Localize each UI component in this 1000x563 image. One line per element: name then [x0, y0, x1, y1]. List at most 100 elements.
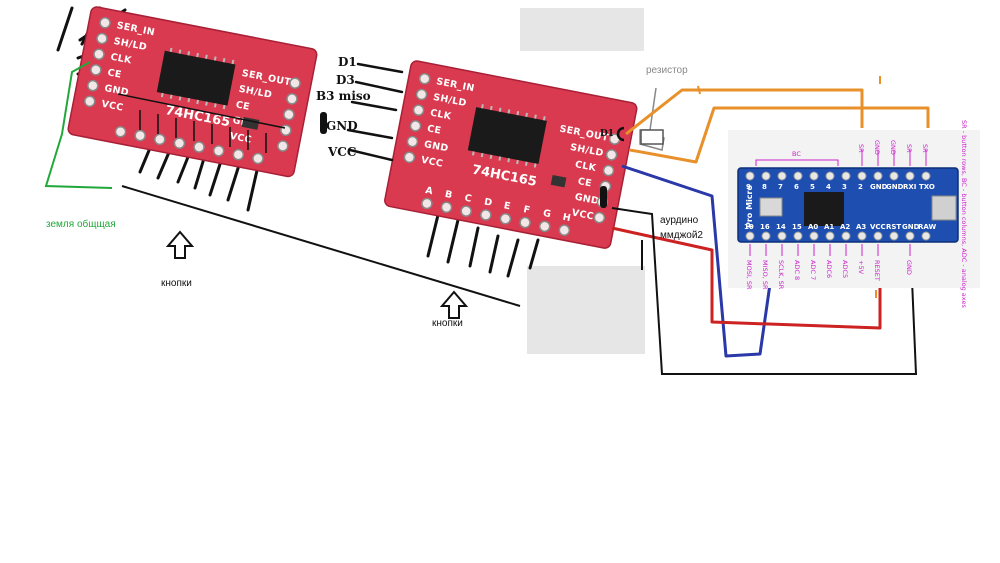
svg-text:GND: GND: [902, 223, 920, 231]
svg-text:GND: GND: [905, 260, 913, 275]
svg-text:F: F: [522, 204, 531, 216]
board-2: SER_IN SH/LD CLK CE GND VCC SER_OUT SH/L…: [384, 60, 638, 249]
svg-text:RAW: RAW: [918, 223, 936, 231]
grey-block-bottom: [527, 266, 645, 354]
svg-text:RST: RST: [886, 223, 901, 231]
pro-micro-name: Pro Micro: [745, 185, 754, 228]
board-1-bottom-header: [114, 126, 264, 165]
label-d1-small: D1: [600, 129, 614, 139]
svg-text:BC: BC: [792, 150, 801, 158]
board-1-left-header: [84, 17, 111, 108]
pro-micro-top-labels: 9 8 7 6 5 4 3 2 GND GND RXI TXO: [746, 183, 935, 191]
board-2-bottom-labels: A B C D E F G H: [424, 185, 572, 224]
svg-text:7: 7: [778, 183, 783, 191]
board-1: SER_IN SH/LD CLK CE GND VCC SER_OUT SH/L…: [67, 6, 318, 178]
svg-text:16: 16: [760, 223, 770, 231]
svg-text:A0: A0: [808, 223, 818, 231]
svg-text:SR: SR: [921, 144, 929, 153]
arduino-note-2: ммджой2: [660, 230, 703, 241]
svg-text:MOSI, SR: MOSI, SR: [745, 260, 753, 290]
board-2-chip-legs: [471, 104, 546, 168]
label-d3: D3: [336, 73, 355, 87]
svg-text:D: D: [483, 196, 493, 208]
svg-text:ADC 7: ADC 7: [809, 260, 817, 280]
pro-micro-top-pins: [745, 171, 931, 181]
svg-text:VCC: VCC: [870, 223, 886, 231]
board-2-pin-4: CE: [426, 123, 442, 136]
svg-text:ADC5: ADC5: [841, 260, 849, 278]
svg-text:G: G: [542, 208, 552, 220]
board-2-pin-6: VCC: [420, 155, 444, 170]
pro-micro-bottom-labels: 10 16 14 15 A0 A1 A2 A3 VCC RST GND RAW: [744, 223, 936, 231]
svg-text:A: A: [424, 185, 434, 197]
svg-text:15: 15: [792, 223, 802, 231]
svg-text:RESET: RESET: [873, 260, 881, 281]
up-arrow-2: [439, 290, 469, 319]
board-1-chip-legs: [160, 47, 235, 110]
up-arrow-1: [165, 230, 195, 259]
svg-text:ADC6: ADC6: [825, 260, 833, 278]
black-wires: [611, 207, 918, 375]
board-2-chip: [467, 107, 547, 165]
svg-text:2: 2: [858, 183, 863, 191]
svg-text:CE: CE: [577, 176, 593, 189]
svg-text:VCC: VCC: [571, 207, 595, 222]
label-vcc: VCC: [327, 145, 356, 159]
pro-micro-side-note: SR - button rows, BC - button columns, A…: [960, 120, 968, 308]
svg-text:14: 14: [776, 223, 786, 231]
orange-dashes: [697, 76, 881, 298]
board-1-jumper: [320, 112, 327, 134]
svg-text:4: 4: [826, 183, 831, 191]
svg-text:SR: SR: [857, 144, 865, 153]
svg-text:9: 9: [746, 183, 751, 191]
buttons-note-1: кнопки: [161, 278, 192, 289]
pro-micro-bottom-annotations: MOSI, SR MISO, SR SCLK, SR ADC 8 ADC 7 A…: [745, 260, 913, 290]
board-1-ladder: [117, 93, 286, 153]
svg-text:RXI: RXI: [903, 183, 916, 191]
label-d1: D1: [338, 55, 357, 69]
pro-micro-crystal: [759, 197, 783, 217]
orange-wires: [625, 88, 930, 164]
svg-text:SCLK, SR: SCLK, SR: [777, 260, 785, 290]
svg-text:MISO, SR: MISO, SR: [761, 260, 769, 290]
board-1-chip: [156, 50, 236, 106]
svg-text:8: 8: [762, 183, 767, 191]
svg-text:ADC 8: ADC 8: [793, 260, 801, 280]
board-2-pin-3: CLK: [429, 108, 452, 123]
label-gnd: GND: [326, 119, 358, 133]
button-lines-2: [426, 213, 540, 278]
grey-block-top: [520, 8, 644, 51]
pro-micro-bottom-pins: [745, 231, 931, 241]
svg-text:A3: A3: [856, 223, 866, 231]
svg-text:E: E: [503, 200, 512, 212]
svg-text:5: 5: [810, 183, 815, 191]
board-1-pin-6: VCC: [100, 99, 124, 114]
pro-micro-top-annotations: BC SR GND GND SR SR: [792, 140, 929, 158]
board-1-pin-4: CE: [107, 67, 123, 80]
svg-text:GND: GND: [889, 140, 897, 155]
svg-text:A1: A1: [824, 223, 834, 231]
blue-wires: [621, 164, 772, 358]
arduino-note-1: аурдино: [660, 215, 699, 226]
svg-text:TXO: TXO: [919, 183, 935, 191]
svg-text:GND: GND: [870, 183, 888, 191]
bus-line: [121, 185, 521, 307]
board-link-lines: [346, 62, 404, 162]
board-2-smd: [550, 174, 567, 188]
pro-micro-top-brackets: [755, 150, 927, 166]
svg-text:C: C: [464, 193, 473, 205]
svg-text:H: H: [562, 212, 572, 224]
svg-text:3: 3: [842, 183, 847, 191]
d1-hook: [616, 126, 625, 142]
resistor-body: [640, 129, 664, 145]
label-b3-miso: B3 miso: [316, 89, 371, 103]
pro-micro: 9 8 7 6 5 4 3 2 GND GND RXI TXO Pro Micr…: [728, 120, 980, 308]
buttons-note-2: кнопки: [432, 318, 463, 329]
usb-port: [931, 195, 957, 221]
pro-micro-pcb: [737, 167, 959, 243]
svg-text:+5V: +5V: [857, 260, 865, 275]
svg-text:CE: CE: [235, 99, 251, 112]
red-wires: [611, 226, 882, 330]
resistor-note: резистор: [646, 65, 688, 76]
